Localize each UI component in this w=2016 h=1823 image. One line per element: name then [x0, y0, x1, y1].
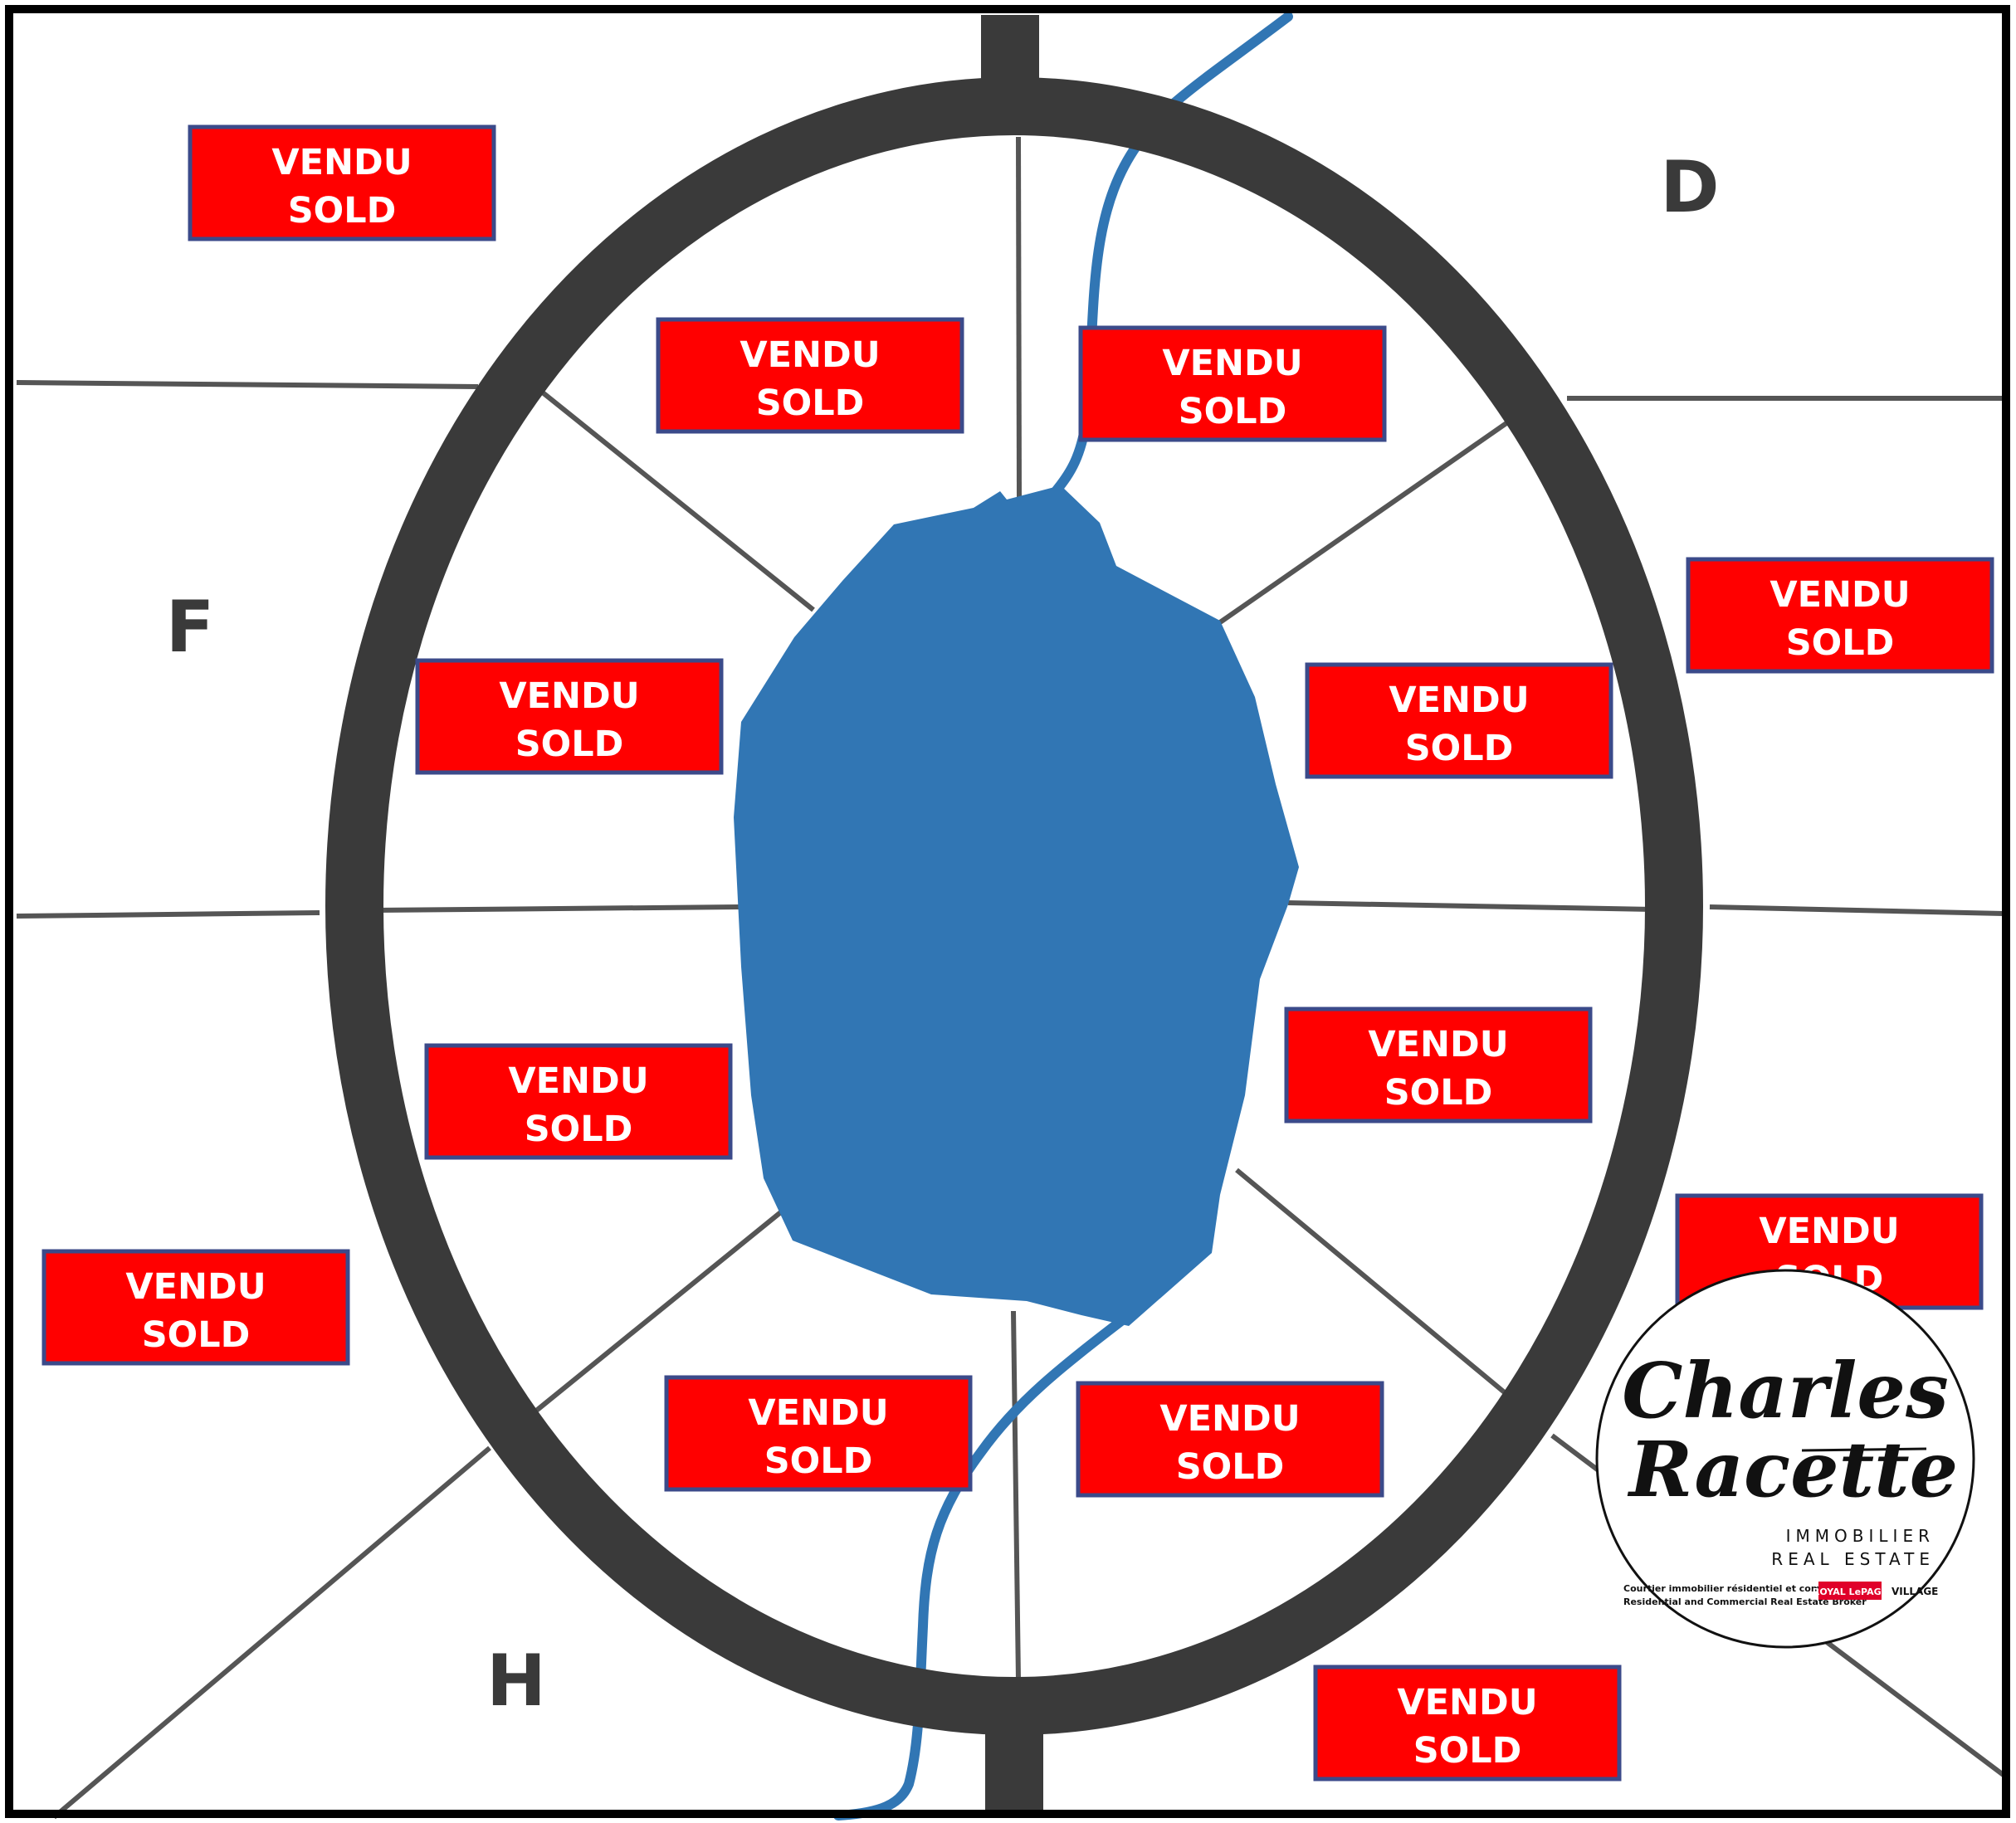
lot-status-en: SOLD	[1405, 728, 1514, 769]
lot-status-en: SOLD	[764, 1440, 873, 1482]
lot-status-fr: VENDU	[1159, 1398, 1300, 1440]
ring-road	[325, 77, 1703, 1735]
lot-status-fr: VENDU	[1368, 1024, 1508, 1065]
lot-status-fr: VENDU	[125, 1266, 266, 1308]
lot-marker[interactable]: VENDU SOLD	[656, 317, 964, 434]
lot-marker[interactable]: VENDU SOLD	[1313, 1665, 1622, 1782]
lot-status-en: SOLD	[525, 1109, 633, 1150]
river-icon	[833, 12, 1293, 1821]
logo-name-line1: Charles	[1622, 1346, 1948, 1435]
lot-marker[interactable]: VENDU SOLD	[1284, 1007, 1593, 1124]
lot-marker[interactable]: VENDU SOLD	[188, 124, 496, 241]
lot-status-en: SOLD	[1384, 1072, 1493, 1114]
lot-marker[interactable]: VENDU SOLD	[41, 1249, 350, 1366]
lot-marker[interactable]: VENDU SOLD	[1305, 662, 1613, 779]
lot-marker[interactable]: VENDU SOLD	[1076, 1381, 1384, 1498]
logo-tag-fr: IMMOBILIER	[1786, 1526, 1935, 1546]
map-border	[5, 5, 2010, 1818]
lot-status-fr: VENDU	[740, 334, 880, 376]
sector-label-h: H	[486, 1640, 546, 1723]
lot-lines	[16, 136, 2006, 1820]
lot-status-fr: VENDU	[1769, 574, 1910, 616]
logo-agency: VILLAGE	[1892, 1586, 1938, 1597]
lot-status-fr: VENDU	[1162, 343, 1302, 384]
broker-logo: Charles Racette IMMOBILIER REAL ESTATE C…	[1595, 1269, 1975, 1649]
lot-marker[interactable]: VENDU SOLD	[664, 1375, 973, 1492]
lot-marker[interactable]: VENDU SOLD	[424, 1043, 733, 1160]
lot-status-fr: VENDU	[508, 1060, 648, 1102]
sector-label-f: F	[166, 586, 215, 669]
logo-name-line2: Racette	[1627, 1425, 1958, 1514]
lot-status-en: SOLD	[1413, 1730, 1522, 1772]
lot-status-en: SOLD	[288, 190, 397, 232]
logo-broker-fr: Courtier immobilier résidentiel et comme…	[1623, 1583, 1858, 1594]
lot-status-fr: VENDU	[1759, 1211, 1899, 1252]
lot-status-en: SOLD	[756, 383, 865, 424]
lot-status-fr: VENDU	[271, 142, 412, 183]
lot-status-en: SOLD	[142, 1314, 251, 1356]
lot-marker[interactable]: VENDU SOLD	[1686, 557, 1994, 674]
access-road-south	[985, 1734, 1043, 1813]
lot-status-en: SOLD	[1179, 391, 1287, 432]
logo-broker-en: Residential and Commercial Real Estate B…	[1623, 1596, 1867, 1607]
lot-status-en: SOLD	[1176, 1446, 1285, 1488]
logo-brand: ROYAL LePAGE	[1813, 1587, 1887, 1597]
lot-marker[interactable]: VENDU SOLD	[415, 658, 724, 775]
lot-status-fr: VENDU	[748, 1392, 888, 1434]
lot-status-en: SOLD	[515, 724, 624, 765]
lake-icon	[734, 485, 1299, 1326]
lot-status-fr: VENDU	[1389, 680, 1529, 721]
lot-marker[interactable]: VENDU SOLD	[1078, 325, 1387, 442]
sector-label-d: D	[1660, 146, 1719, 229]
logo-tag-en: REAL ESTATE	[1771, 1549, 1935, 1569]
lot-status-en: SOLD	[1786, 622, 1895, 664]
lot-status-fr: VENDU	[1397, 1682, 1537, 1723]
lot-status-fr: VENDU	[499, 675, 639, 717]
sold-markers: VENDU SOLD VENDU SOLD VENDU SOLD VENDU S…	[41, 124, 1994, 1782]
